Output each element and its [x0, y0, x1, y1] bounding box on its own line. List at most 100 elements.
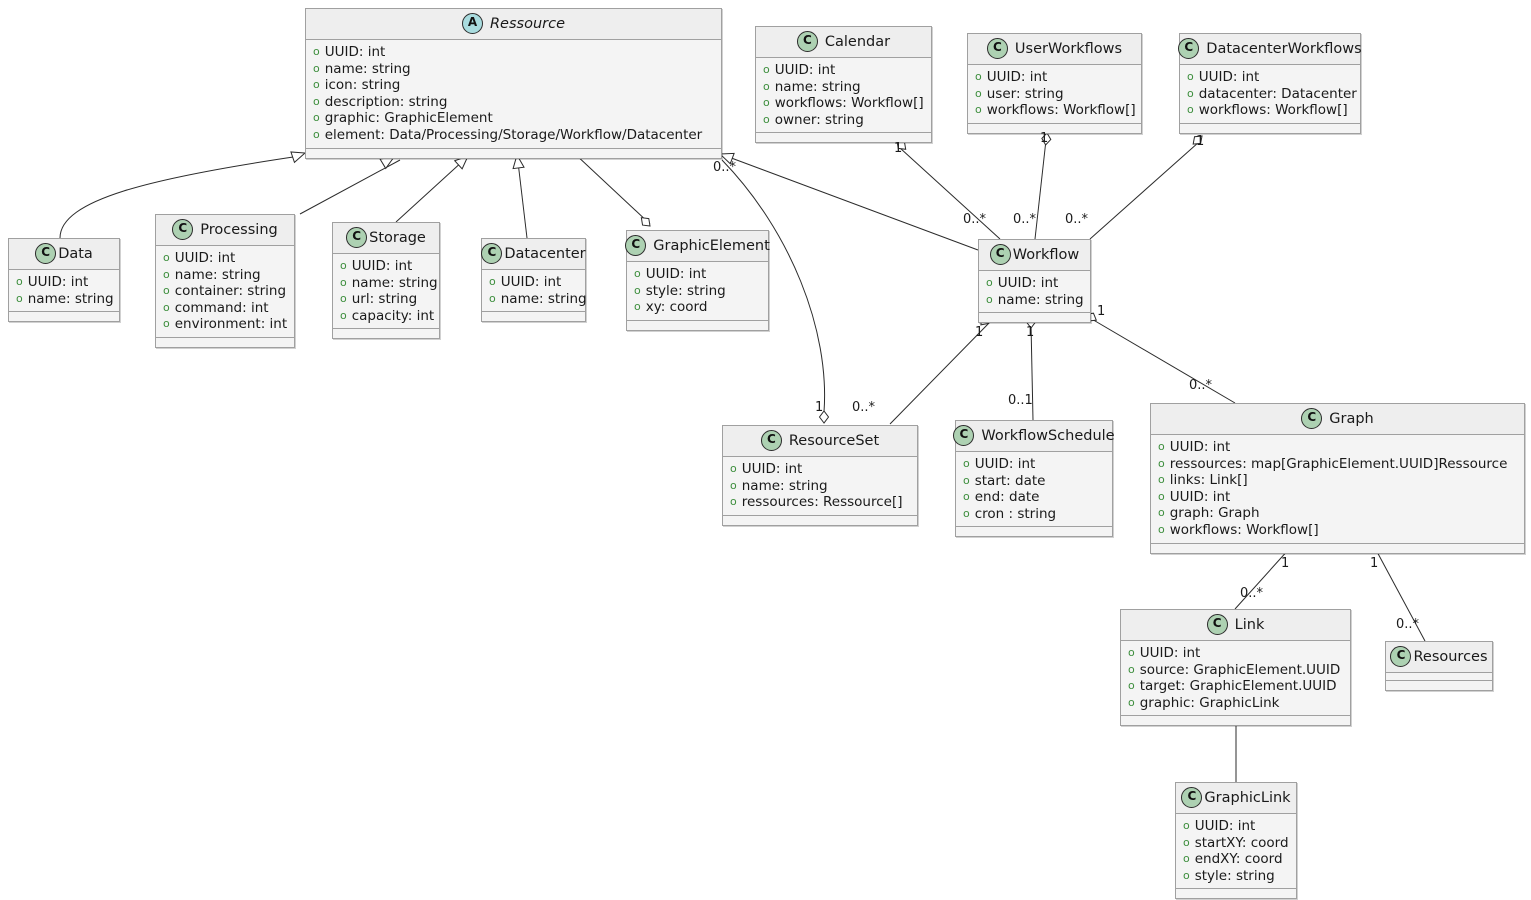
- attribute-text: name: string: [174, 266, 261, 283]
- visibility-marker-icon: o: [163, 300, 170, 314]
- attribute-text: startXY: coord: [1194, 834, 1289, 851]
- attribute-text: description: string: [324, 93, 448, 110]
- visibility-marker-icon: o: [313, 111, 320, 125]
- attribute-row: o capacity: int: [340, 307, 435, 325]
- class-methods-ressource: [306, 148, 721, 158]
- multiplicity-label: 0..*: [1189, 378, 1213, 393]
- class-methods-graphicelement: [627, 320, 768, 330]
- visibility-marker-icon: o: [340, 308, 347, 322]
- visibility-marker-icon: o: [313, 127, 320, 141]
- visibility-marker-icon: o: [340, 292, 347, 306]
- multiplicity-label: 1: [1097, 304, 1106, 319]
- edge-aggregation-graph-resources: [1374, 547, 1426, 642]
- multiplicity-label: 1: [1026, 325, 1035, 340]
- attribute-text: name: string: [351, 274, 438, 291]
- attribute-text: xy: coord: [645, 299, 708, 316]
- aggregation-diamond-resourceset-from-ressource: [818, 410, 830, 424]
- attribute-text: UUID: int: [174, 250, 236, 266]
- multiplicity-label: 1: [1196, 134, 1205, 149]
- attribute-row: o description: string: [313, 94, 715, 111]
- edge-generalization-storage-ressource: [395, 159, 465, 223]
- edge-aggregation-workflow-resourceset: [889, 321, 991, 425]
- multiplicity-label: 1: [1370, 556, 1379, 571]
- attribute-text: capacity: int: [351, 307, 435, 324]
- class-attributes-resources: [1386, 673, 1492, 681]
- visibility-marker-icon: o: [634, 300, 641, 314]
- attribute-text: UUID: int: [741, 461, 803, 477]
- class-name-link: Link: [1234, 616, 1265, 633]
- attribute-text: workflows: Workflow[]: [1169, 521, 1319, 538]
- class-methods-graphiclink: [1176, 889, 1296, 899]
- class-methods-workflowschedule: [956, 527, 1112, 537]
- visibility-marker-icon: o: [16, 291, 23, 305]
- visibility-marker-icon: o: [986, 292, 993, 306]
- attribute-text: graphic: GraphicElement: [324, 110, 493, 127]
- class-methods-processing: [156, 337, 294, 347]
- attribute-text: UUID: int: [774, 62, 836, 78]
- visibility-marker-icon: o: [313, 94, 320, 108]
- visibility-marker-icon: o: [1158, 489, 1165, 503]
- aggregation-diamond-graphicelement: [640, 217, 651, 227]
- attribute-text: UUID: int: [500, 274, 562, 290]
- edge-aggregation-userworkflows-workflow: [1034, 139, 1047, 240]
- attribute-text: ressources: map[GraphicElement.UUID]Ress…: [1169, 455, 1508, 472]
- multiplicity-label: 0..*: [1065, 212, 1089, 227]
- class-name-userworkflows: UserWorkflows: [1014, 40, 1123, 57]
- visibility-marker-icon: o: [1128, 662, 1135, 676]
- class-name-ressource: Ressource: [489, 15, 566, 32]
- attribute-text: UUID: int: [324, 44, 386, 60]
- edge-aggregation-ressource-resourceset: [721, 159, 826, 413]
- visibility-marker-icon: o: [975, 70, 982, 83]
- attribute-text: cron : string: [974, 505, 1057, 522]
- abstract-badge-icon: A: [461, 13, 483, 34]
- edge-aggregation-graphicelement-ressource: [573, 152, 651, 225]
- edge-aggregation-workflow-graph: [1089, 317, 1236, 404]
- multiplicity-label: 0..*: [1396, 617, 1420, 632]
- class-name-graph: Graph: [1329, 410, 1374, 427]
- visibility-marker-icon: o: [163, 317, 170, 331]
- multiplicity-label: 1: [894, 141, 903, 156]
- attribute-row: o graphic: GraphicElement: [313, 110, 715, 127]
- class-badge-icon: C: [953, 425, 975, 446]
- attribute-text: graphic: GraphicLink: [1139, 694, 1280, 711]
- attribute-text: name: string: [774, 78, 861, 95]
- attribute-text: graph: Graph: [1169, 505, 1260, 522]
- class-name-graphiclink: GraphicLink: [1204, 789, 1291, 806]
- class-methods-resourceset: [723, 515, 917, 525]
